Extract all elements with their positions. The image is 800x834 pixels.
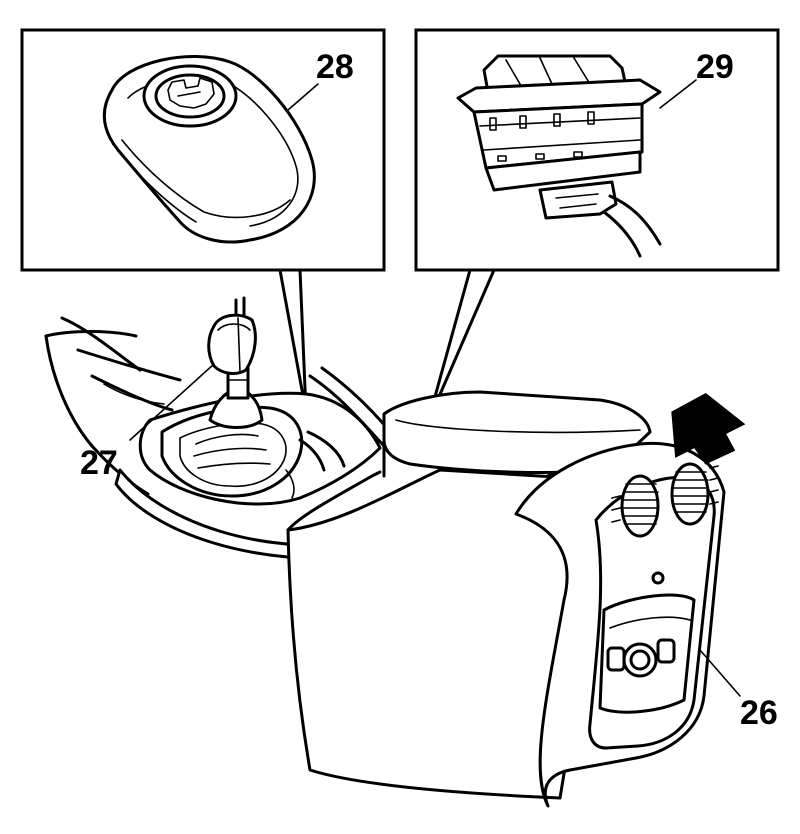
- callout-27: 27: [80, 444, 118, 482]
- center-console: [44, 296, 726, 808]
- inset-box-29: 29: [414, 28, 780, 272]
- rear-controls: [598, 571, 696, 714]
- callout-28: 28: [316, 48, 354, 86]
- rear-air-vents: [611, 462, 719, 538]
- callout-29: 29: [696, 48, 734, 86]
- leader-line-27: [129, 363, 215, 441]
- gear-lever: [160, 313, 304, 498]
- inset-pointers: [278, 268, 496, 424]
- inset-box-28: 28: [20, 28, 386, 272]
- leader-line-29: [659, 79, 697, 109]
- leader-line-28: [287, 83, 319, 111]
- leader-line-26: [699, 649, 741, 697]
- gear-surround-part: [102, 55, 316, 244]
- switch-part: [456, 54, 662, 258]
- callout-26: 26: [740, 694, 778, 732]
- removal-direction-arrow-icon: [671, 393, 746, 465]
